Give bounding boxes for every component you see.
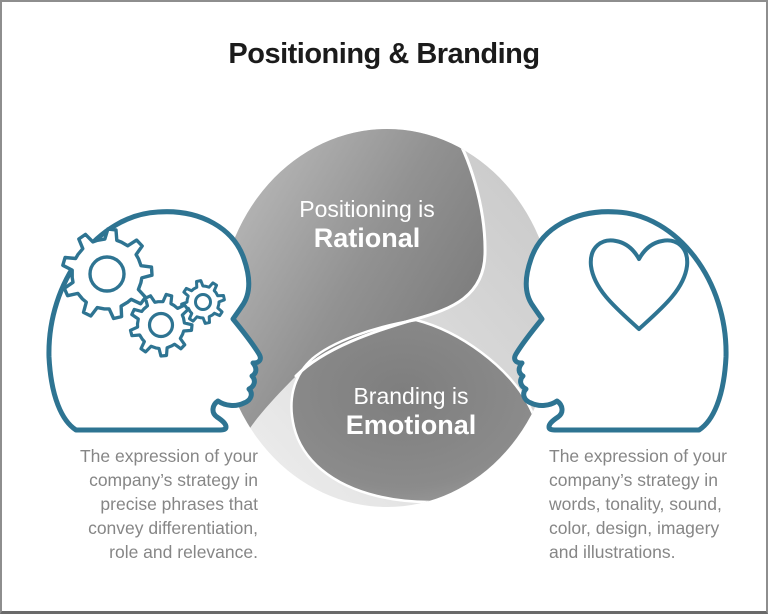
divider-curve (294, 129, 487, 378)
emotional-label: Branding is Emotional (291, 383, 531, 440)
head-with-gears-icon (49, 212, 260, 430)
head-with-heart-icon (515, 212, 726, 430)
rational-label-line2: Rational (313, 223, 421, 253)
positioning-description: The expression of your company’s strateg… (79, 446, 258, 562)
heart-icon (588, 238, 690, 331)
emotional-label-line2: Emotional (345, 410, 477, 440)
emotional-label-line1: Branding is (353, 383, 469, 409)
rational-label: Positioning is Rational (247, 196, 487, 253)
page-title: Positioning & Branding (228, 38, 540, 70)
branding-description: The expression of your company’s strateg… (549, 446, 728, 562)
rational-label-line1: Positioning is (299, 196, 435, 222)
